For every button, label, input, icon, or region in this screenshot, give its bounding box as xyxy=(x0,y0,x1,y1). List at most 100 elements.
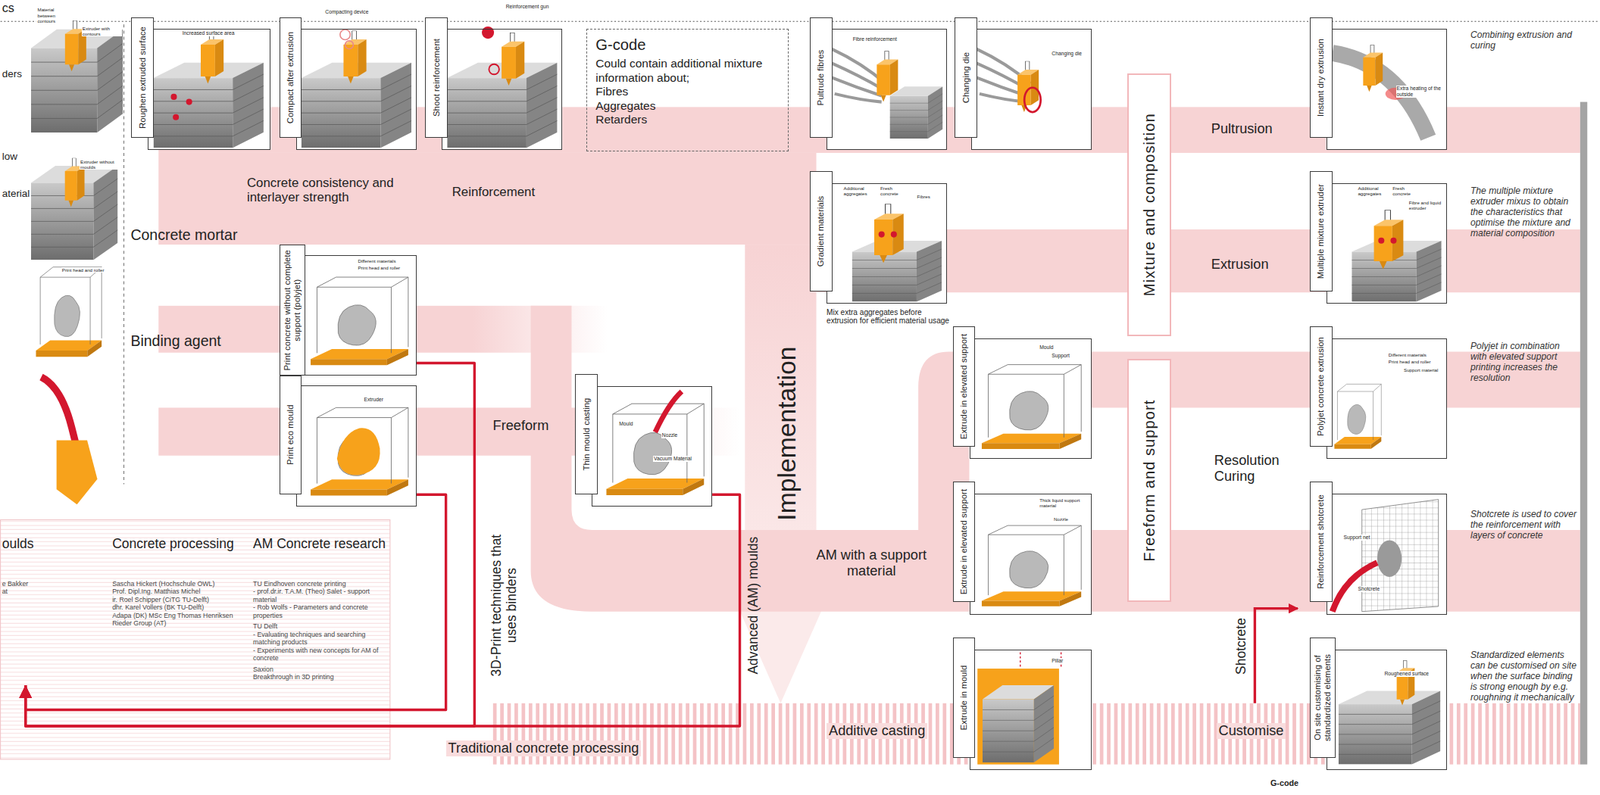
edge-illustrations xyxy=(31,20,123,505)
route-label-text: Advanced (AM) moulds xyxy=(745,531,761,682)
callout-label: Support xyxy=(1050,353,1071,360)
callout-label: Vacuum Material xyxy=(653,456,693,463)
panel-illustrations-part xyxy=(488,64,499,75)
band-label: Concrete mortar xyxy=(130,226,238,244)
table-entry: Saxion xyxy=(253,665,388,675)
flow-arrow xyxy=(25,494,447,710)
shotcrete-arrow-part xyxy=(1254,609,1298,704)
panel-title: Extrude in mould xyxy=(959,640,969,756)
panel-illustrations-part xyxy=(1362,44,1383,92)
panel-title: On site customising of standardized elem… xyxy=(1312,640,1333,756)
table-entry: at xyxy=(2,587,109,597)
panel-backgrounds-part xyxy=(1326,183,1447,304)
callout-label: Reinforcement gun xyxy=(505,3,550,10)
route-label: Advanced (AM) moulds xyxy=(743,528,764,685)
panel-illustrations-part xyxy=(981,365,1082,450)
panel-title: Changing die xyxy=(961,20,972,135)
band-label: Customise xyxy=(1216,723,1287,740)
panel-backgrounds-part xyxy=(148,28,272,150)
callout-label: Mould xyxy=(618,421,634,428)
callout-label: Print head and roller xyxy=(1387,359,1432,365)
panel-backgrounds-part xyxy=(296,255,417,376)
panel-title: Shoot reinforcement xyxy=(431,20,442,135)
process-panel: Thin mould casting xyxy=(591,386,713,507)
callout-label: Mould xyxy=(1038,344,1054,351)
panel-tab: On site customising of standardized elem… xyxy=(1309,637,1336,759)
panel-illustrations-part xyxy=(878,231,885,238)
panel-title: Print eco mould xyxy=(285,378,296,493)
process-panel: Extrude in elevated support xyxy=(969,338,1093,460)
panel-illustrations-part xyxy=(1390,237,1397,244)
panel-tab: Extrude in elevated support xyxy=(953,326,976,447)
note-line: Retarders xyxy=(595,112,780,128)
cut-label: ders xyxy=(2,68,22,80)
process-panel: Pultrude fibres xyxy=(826,28,947,150)
panel-backgrounds-part xyxy=(1326,28,1447,150)
panel-illustrations-part xyxy=(310,407,409,496)
process-panel: Extrude in elevated support xyxy=(969,493,1093,616)
panel-illustrations-part xyxy=(1362,500,1439,613)
panel-title: Thin mould casting xyxy=(581,377,592,492)
table-entry: Rieder Group (AT) xyxy=(112,619,249,629)
reference-table: ouldse BakkeratConcrete processingSascha… xyxy=(0,525,391,686)
callout-label: Fibre reinforcement xyxy=(852,36,898,43)
panel-illustrations-part xyxy=(889,86,943,139)
frame-lines-part xyxy=(123,24,125,485)
panel-illustrations-part xyxy=(982,685,1054,763)
callout-label: Different materials xyxy=(356,258,397,264)
caption: Mix extra aggregates before extrusion fo… xyxy=(826,308,954,326)
band-label: Freeform xyxy=(493,418,550,435)
callout-label: Support net xyxy=(1343,534,1372,541)
process-panel: Reinforcement shotcrete xyxy=(1326,493,1447,616)
callout-label: Pillar xyxy=(1050,658,1064,665)
callout-label: Fibre and liquid extruder xyxy=(1408,200,1447,211)
panel-title: Instant dry extrusion xyxy=(1315,20,1326,135)
panel-title: Extrude in elevated support xyxy=(959,484,969,600)
panel-tab: Reinforcement shotcrete xyxy=(1309,481,1333,603)
frame-lines-part xyxy=(1580,102,1588,766)
process-panel: Extrude in mould xyxy=(969,650,1093,771)
table-entry: - Evaluating techniques and searching ma… xyxy=(253,631,388,647)
band-label: Traditional concrete processing xyxy=(446,740,642,757)
panel-backgrounds xyxy=(148,28,1447,771)
process-panel: Print eco mould xyxy=(296,385,417,507)
stage-label: Implementation xyxy=(767,326,809,541)
cut-label: low xyxy=(2,150,18,163)
table-entry: - prof.dr.ir. T.A.M. (Theo) Salet - supp… xyxy=(253,587,388,604)
panel-illustrations-part xyxy=(890,231,897,238)
panel-tab: Multiple mixture extruder xyxy=(1309,171,1333,292)
band-label: Binding agent xyxy=(130,332,221,350)
panel-illustrations xyxy=(153,26,1442,766)
edge-illustrations-part xyxy=(40,377,76,445)
panel-backgrounds-part xyxy=(442,28,563,150)
callout-label: Extruder with contours xyxy=(81,25,122,37)
panel-title: Gradient materials xyxy=(815,174,826,289)
table-entry: Sascha Hickert (Hochschule OWL) xyxy=(112,580,249,589)
panel-tab: Extrude in elevated support xyxy=(953,481,976,603)
panel-illustrations-part xyxy=(1017,61,1039,113)
pink-bands-part xyxy=(158,153,816,245)
table-entry: TU Eindhoven concrete printing xyxy=(253,580,388,589)
callout-label: Support material xyxy=(1403,367,1439,373)
band-label: Pultrusion xyxy=(1211,121,1273,138)
panel-backgrounds-part xyxy=(1326,650,1447,771)
panel-backgrounds-part xyxy=(826,183,947,304)
callout-label: Print head and roller xyxy=(356,265,401,271)
flow-arrow xyxy=(25,363,475,728)
edge-illustrations-part xyxy=(35,267,102,357)
process-panel: Shoot reinforcement xyxy=(441,28,563,150)
category-title: Mixture and composition xyxy=(1140,77,1159,334)
panel-illustrations-part xyxy=(1334,384,1382,449)
table-heading: AM Concrete research xyxy=(253,536,388,553)
callout-label: Extra heating of the outside xyxy=(1396,85,1444,97)
callout-label: Increased surface area xyxy=(181,30,236,37)
panel-illustrations-part xyxy=(345,40,354,50)
panel-illustrations-part xyxy=(186,99,193,106)
panel-title: Reinforcement shotcrete xyxy=(1315,484,1326,600)
band-label: Reinforcement xyxy=(452,184,535,200)
process-panel: On site customising of standardized elem… xyxy=(1326,650,1447,771)
panel-tab: Shoot reinforcement xyxy=(425,17,448,138)
category-box: Freeform and support xyxy=(1127,359,1172,603)
panel-tab: Extrude in mould xyxy=(953,637,976,759)
